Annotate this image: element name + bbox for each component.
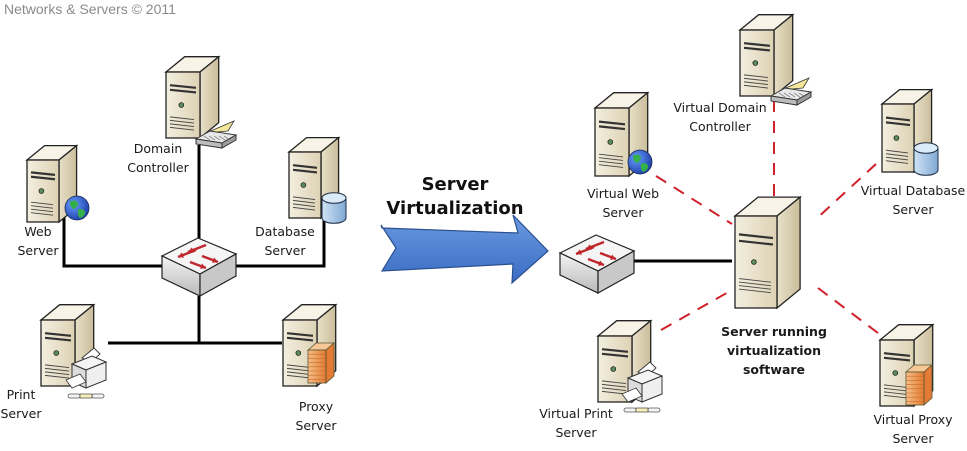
diagram-title: Server Virtualization [386, 173, 523, 221]
label-line: Server [0, 406, 42, 421]
virtualization-arrow [380, 214, 549, 285]
link-web-switch [62, 215, 163, 268]
label-line: software [742, 362, 806, 377]
vlink-proxy [817, 287, 879, 334]
database-icon [321, 192, 347, 224]
label-line: Print [6, 387, 36, 402]
virtualization-host-server-icon [733, 195, 802, 310]
virtual-domain-controller-server-icon [738, 13, 795, 98]
label-line: Virtual Web [586, 186, 660, 201]
label-virtual-domain-controller: Virtual Domain Controller [673, 98, 766, 136]
label-line: Virtual Database [860, 183, 966, 198]
label-line: Controller [689, 119, 751, 134]
label-line: Server [555, 425, 597, 440]
label-virtual-database-server: Virtual Database Server [861, 181, 965, 219]
label-virtual-proxy-server: Virtual Proxy Server [873, 410, 952, 448]
keyboard-icon [194, 120, 238, 149]
copyright-text: Networks & Servers © 2011 [4, 1, 176, 17]
switch-virtual-icon [558, 234, 636, 295]
globe-icon [64, 195, 90, 221]
vlink-print [660, 289, 733, 331]
label-line: Server running [721, 324, 827, 339]
label-line: Server [602, 205, 644, 220]
keyboard-icon [769, 77, 813, 106]
label-line: Web [24, 224, 52, 239]
label-line: Server [892, 202, 934, 217]
label-line: Virtual Print [539, 406, 613, 421]
physical-links [62, 145, 326, 345]
firewall-icon [904, 364, 934, 406]
label-line: Domain [133, 141, 183, 156]
label-print-server: Print Server [1, 385, 42, 423]
domain-controller-server-icon [164, 55, 221, 140]
label-line: Controller [127, 160, 189, 175]
label-line: Proxy [298, 399, 334, 414]
vlink-web [655, 175, 733, 225]
title-line-2: Virtualization [386, 198, 524, 219]
printer-icon [65, 347, 108, 399]
label-line: Server [295, 418, 337, 433]
label-line: Database [255, 224, 315, 239]
link-database-switch [236, 220, 326, 268]
label-domain-controller: Domain Controller [127, 139, 189, 177]
vlink-database [814, 163, 877, 221]
label-virtual-print-server: Virtual Print Server [539, 404, 613, 442]
firewall-icon [306, 342, 336, 384]
label-web-server: Web Server [18, 222, 59, 260]
label-line: Server [264, 243, 306, 258]
database-icon [913, 142, 939, 176]
label-line: Virtual Proxy [873, 412, 953, 427]
label-virtualization-host: Server running virtualization software [721, 322, 827, 379]
label-virtual-web-server: Virtual Web Server [587, 184, 659, 222]
printer-icon [621, 361, 664, 413]
label-line: Virtual Domain [673, 100, 767, 115]
label-line: virtualization [727, 343, 821, 358]
title-line-1: Server [421, 174, 489, 195]
virtual-links [634, 100, 879, 334]
label-database-server: Database Server [255, 222, 315, 260]
switch-physical-icon [160, 237, 238, 298]
label-proxy-server: Proxy Server [296, 397, 337, 435]
label-line: Server [17, 243, 59, 258]
label-line: Server [892, 431, 934, 446]
globe-icon [627, 149, 653, 175]
